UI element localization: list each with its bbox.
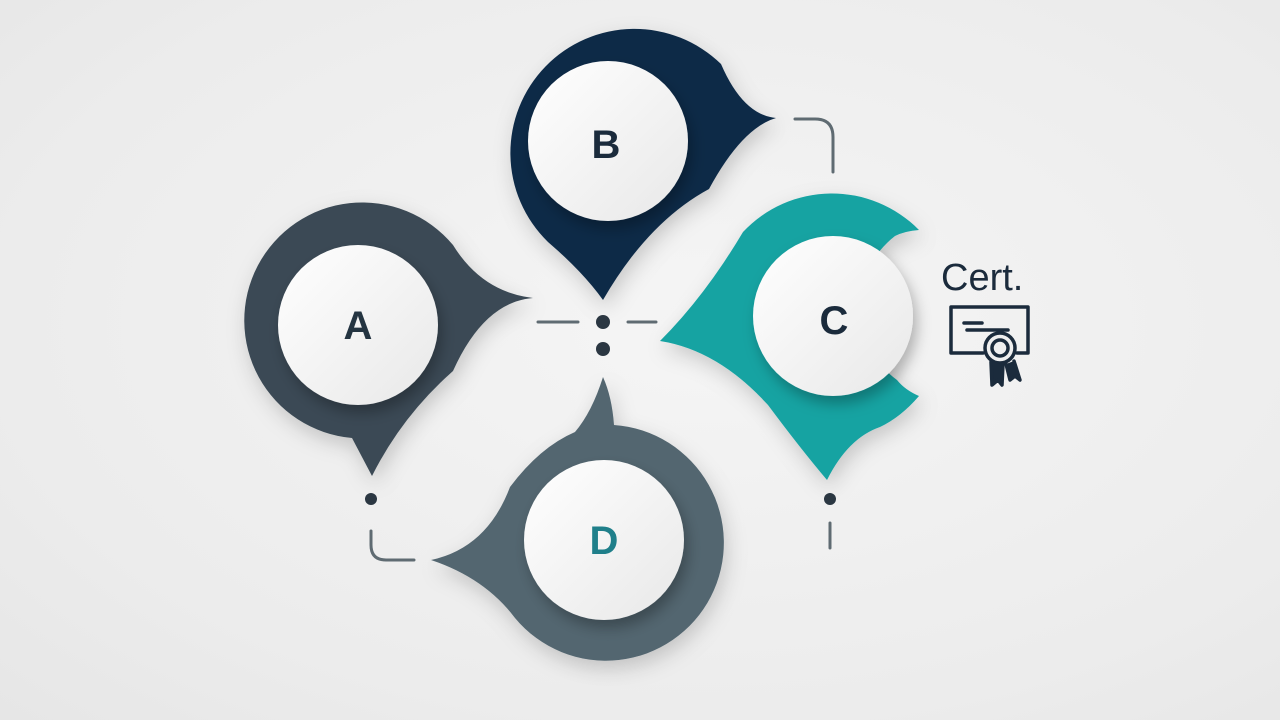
connector-lines xyxy=(369,117,835,562)
node-a-disc xyxy=(278,245,438,405)
node-c: C xyxy=(660,193,919,480)
certificate-group: Cert. xyxy=(941,257,1030,387)
node-d-disc xyxy=(524,460,684,620)
connector-b-c xyxy=(793,117,835,174)
node-c-label: C xyxy=(820,299,849,343)
node-a: A xyxy=(244,202,533,476)
node-d-label: D xyxy=(590,519,619,563)
connector-a-d xyxy=(369,529,416,562)
node-b-label: B xyxy=(592,123,621,167)
node-c-dot xyxy=(824,493,836,505)
connector-dots xyxy=(365,315,836,505)
node-a-label: A xyxy=(344,304,373,348)
certificate-ribbon-icon xyxy=(949,305,1030,387)
certificate-label: Cert. xyxy=(941,257,1023,299)
node-c-disc xyxy=(753,236,913,396)
center-dot-bottom xyxy=(596,342,610,356)
node-b-disc xyxy=(528,61,688,221)
node-d: D xyxy=(431,377,724,661)
center-dot-top xyxy=(596,315,610,329)
node-b: B xyxy=(510,28,776,301)
node-a-dot xyxy=(365,493,377,505)
